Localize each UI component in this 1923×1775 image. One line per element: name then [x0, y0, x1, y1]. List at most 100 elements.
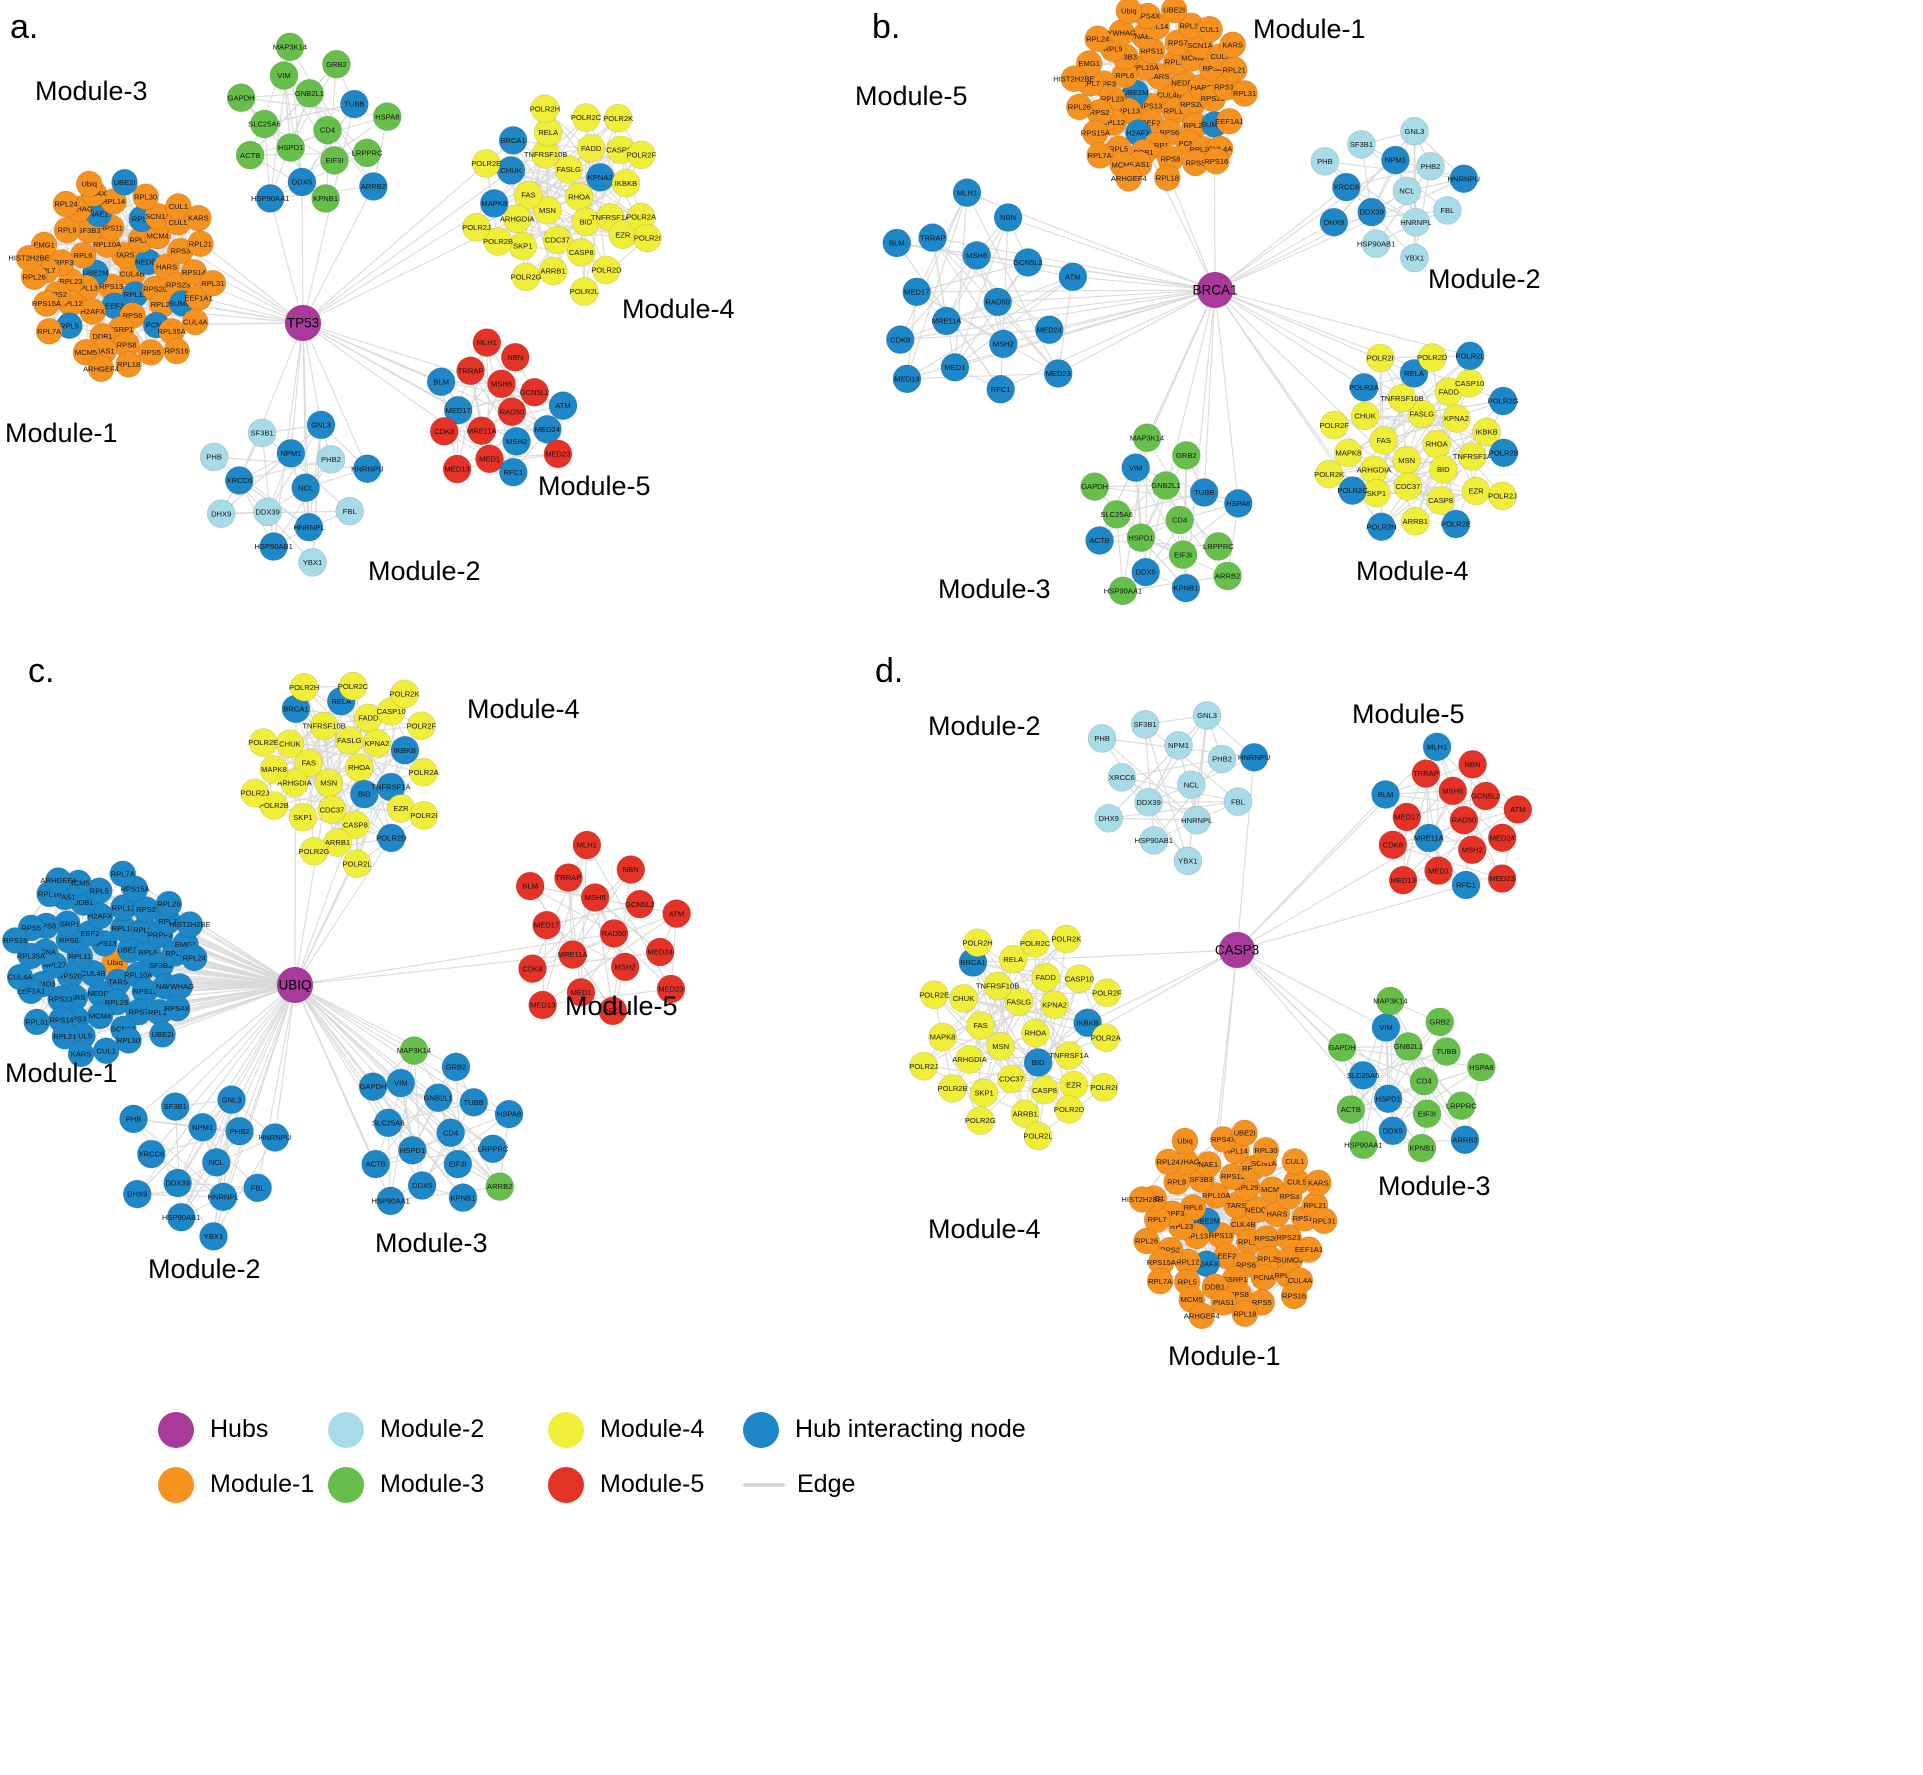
node-RELA [998, 944, 1028, 974]
node-NPM1 [276, 439, 306, 468]
node-label-RPS8: RPS8 [1229, 1290, 1249, 1299]
node-label-H2AFX: H2AFX [88, 911, 112, 920]
node-POLR2C [338, 671, 368, 701]
node-label-HNRNPU: HNRNPU [351, 464, 384, 473]
module-label-d-module-5: Module-5 [1352, 699, 1465, 729]
node-label-RPS23: RPS23 [166, 280, 190, 289]
node-BID [1023, 1048, 1053, 1077]
node-label-GNL3: GNL3 [222, 1095, 242, 1104]
node-label-TRRAP: TRRAP [920, 233, 946, 242]
node-ARHGEF4 [1115, 165, 1143, 192]
node-label-MAP3K14: MAP3K14 [1373, 997, 1407, 1006]
node-label-PHB2: PHB2 [321, 455, 341, 464]
node-label-BLM: BLM [522, 882, 538, 891]
node-label-FASLG: FASLG [556, 165, 581, 174]
node-HSP90AA1 [1349, 1130, 1378, 1160]
node-RHOA [1021, 1018, 1050, 1048]
node-label-XRCC6: XRCC6 [1109, 773, 1135, 782]
node-label-CUL4B: CUL4B [1231, 1220, 1255, 1229]
node-EIF3I [320, 146, 349, 175]
node-label-GNB2L1: GNB2L1 [1151, 481, 1180, 490]
node-label-POLR2I: POLR2I [634, 234, 661, 243]
node-FADD [1031, 963, 1061, 992]
node-label-TNFRSF1A: TNFRSF1A [591, 213, 631, 222]
node-NBN [616, 855, 646, 884]
node-SF3B1 [1347, 130, 1376, 159]
node-RPL24 [1084, 25, 1112, 53]
node-KPNB1 [1407, 1133, 1437, 1163]
node-label-MED24: MED24 [647, 948, 672, 957]
node-label-FAS: FAS [521, 191, 535, 200]
node-label-RPL13: RPL13 [75, 284, 98, 293]
node-label-RPL7A: RPL7A [111, 869, 136, 878]
node-label-UBE2M: UBE2M [83, 268, 109, 277]
node-label-TRRAP: TRRAP [1413, 769, 1439, 778]
node-label-CASP10: CASP10 [1455, 379, 1484, 388]
module-label-c-module-2: Module-2 [148, 1254, 261, 1284]
node-label-MED1: MED1 [1428, 866, 1449, 875]
node-SKP1 [288, 802, 318, 832]
node-label-RPL26: RPL26 [1135, 1237, 1158, 1246]
node-GNB2L1 [295, 79, 324, 108]
node-label-MED23: MED23 [658, 985, 683, 994]
node-POLR2D [1054, 1095, 1084, 1124]
node-label-MLH1: MLH1 [1427, 742, 1447, 751]
node-POLR2H [963, 928, 992, 957]
node-label-ATM: ATM [1065, 272, 1080, 281]
node-label-KPNB1: KPNB1 [1409, 1144, 1434, 1153]
node-RPL31 [1310, 1207, 1338, 1235]
node-label-ATM: ATM [555, 401, 570, 410]
node-label-FADD: FADD [358, 714, 379, 723]
node-MAP3K14 [275, 32, 305, 62]
node-POLR2A [1349, 373, 1379, 402]
node-NPM1 [1381, 145, 1410, 175]
node-label-CDC37: CDC37 [1395, 482, 1420, 491]
node-label-MED17: MED17 [904, 287, 929, 296]
node-label-RPL29: RPL29 [1235, 1183, 1258, 1192]
node-label-MED13: MED13 [444, 465, 469, 474]
node-label-RPL26: RPL26 [1068, 102, 1091, 111]
node-label-MRE11A: MRE11A [932, 317, 963, 326]
node-KPNA2 [1040, 990, 1069, 1019]
node-label-HNRNPU: HNRNPU [1448, 174, 1481, 183]
node-IKBKB [611, 168, 641, 198]
node-label-HNRNPL: HNRNPL [1181, 816, 1212, 825]
node-label-RPS3: RPS3 [1202, 64, 1222, 73]
module-label-a-module-1: Module-1 [5, 418, 118, 448]
node-label-MED17: MED17 [446, 406, 471, 415]
node-POLR2J [240, 778, 270, 808]
node-label-GCN5L2: GCN5L2 [520, 388, 550, 397]
node-label-DDB1: DDB1 [1205, 1282, 1225, 1291]
node-label-GNB2L1: GNB2L1 [295, 89, 324, 98]
node-POLR2F [407, 711, 436, 741]
node-label-RPL27: RPL27 [43, 961, 66, 970]
node-RPL26 [1133, 1227, 1160, 1255]
node-GNL3 [1192, 701, 1222, 730]
node-CUL4A [6, 963, 34, 991]
node-label-NEDD8: NEDD8 [135, 257, 161, 266]
node-HSP90AA1 [376, 1186, 405, 1216]
node-label-MSH2: MSH2 [506, 437, 527, 446]
node-DDX5 [1378, 1116, 1408, 1146]
node-label-POLR2H: POLR2H [1366, 522, 1396, 531]
node-label-H2AFX: H2AFX [1126, 128, 1150, 137]
node-label-GAPDH: GAPDH [1081, 482, 1108, 491]
node-label-RPL35A: RPL35A [1190, 145, 1219, 154]
node-label-POLR2K: POLR2K [390, 689, 420, 698]
node-label-RPS11: RPS11 [99, 223, 123, 232]
node-label-POLR2G: POLR2G [965, 1116, 996, 1125]
node-label-PHB: PHB [1094, 734, 1110, 743]
node-label-RPL30: RPL30 [117, 1036, 140, 1045]
node-label-TNFRSF1A: TNFRSF1A [1453, 452, 1493, 461]
node-label-RPL29: RPL29 [105, 998, 128, 1007]
legend-item-module-3: Module-3 [328, 1457, 548, 1512]
node-FBL [243, 1173, 272, 1203]
node-label-HNRNPL: HNRNPL [293, 523, 324, 532]
node-label-HNRNPL: HNRNPL [1400, 218, 1431, 227]
node-BLM [1371, 780, 1400, 809]
legend-label-module-5: Module-5 [600, 1470, 705, 1498]
node-label-POLR2L: POLR2L [570, 287, 599, 296]
node-label-HARS: HARS [1191, 83, 1212, 92]
node-label-RPS13: RPS13 [1138, 102, 1162, 111]
node-label-MED1: MED1 [944, 363, 965, 372]
